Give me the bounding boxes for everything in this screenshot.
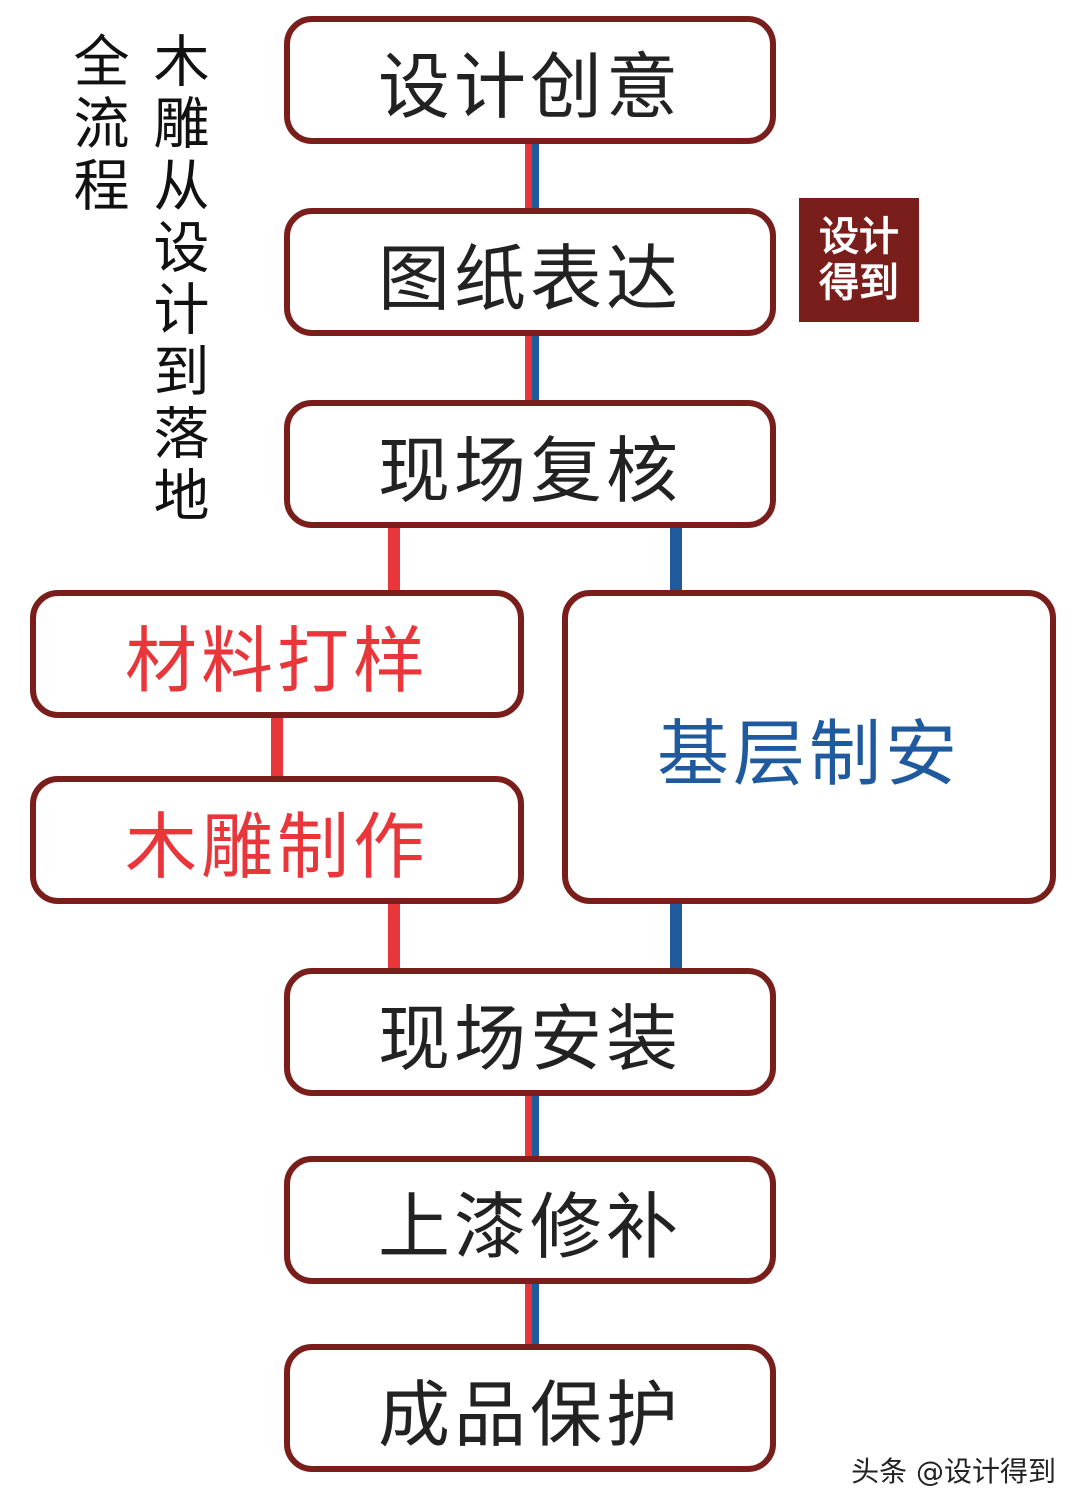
connector-6-7 — [525, 1092, 539, 1160]
step-carving: 木雕制作 — [30, 776, 524, 904]
connector-1-2 — [525, 140, 539, 212]
step-site-install: 现场安装 — [284, 968, 776, 1096]
title-right: 木雕从设计到落地 — [144, 32, 209, 528]
connector-4b-6 — [388, 900, 400, 974]
connector-7-8 — [525, 1280, 539, 1348]
connector-3-4a — [388, 524, 400, 594]
connector-3-5 — [670, 524, 682, 594]
connector-5-6 — [670, 900, 682, 974]
title-left: 全流程 — [64, 32, 129, 218]
step-product-protection: 成品保护 — [284, 1344, 776, 1472]
step-design-idea: 设计创意 — [284, 16, 776, 144]
step-site-review: 现场复核 — [284, 400, 776, 528]
brand-badge: 设计得到 — [799, 198, 919, 322]
step-material-sample: 材料打样 — [30, 590, 524, 718]
connector-2-3 — [525, 332, 539, 404]
step-base-install: 基层制安 — [562, 590, 1056, 904]
step-drawing: 图纸表达 — [284, 208, 776, 336]
connector-4a-4b — [271, 714, 283, 780]
watermark: 头条 @设计得到 — [851, 1455, 1056, 1488]
step-paint-repair: 上漆修补 — [284, 1156, 776, 1284]
